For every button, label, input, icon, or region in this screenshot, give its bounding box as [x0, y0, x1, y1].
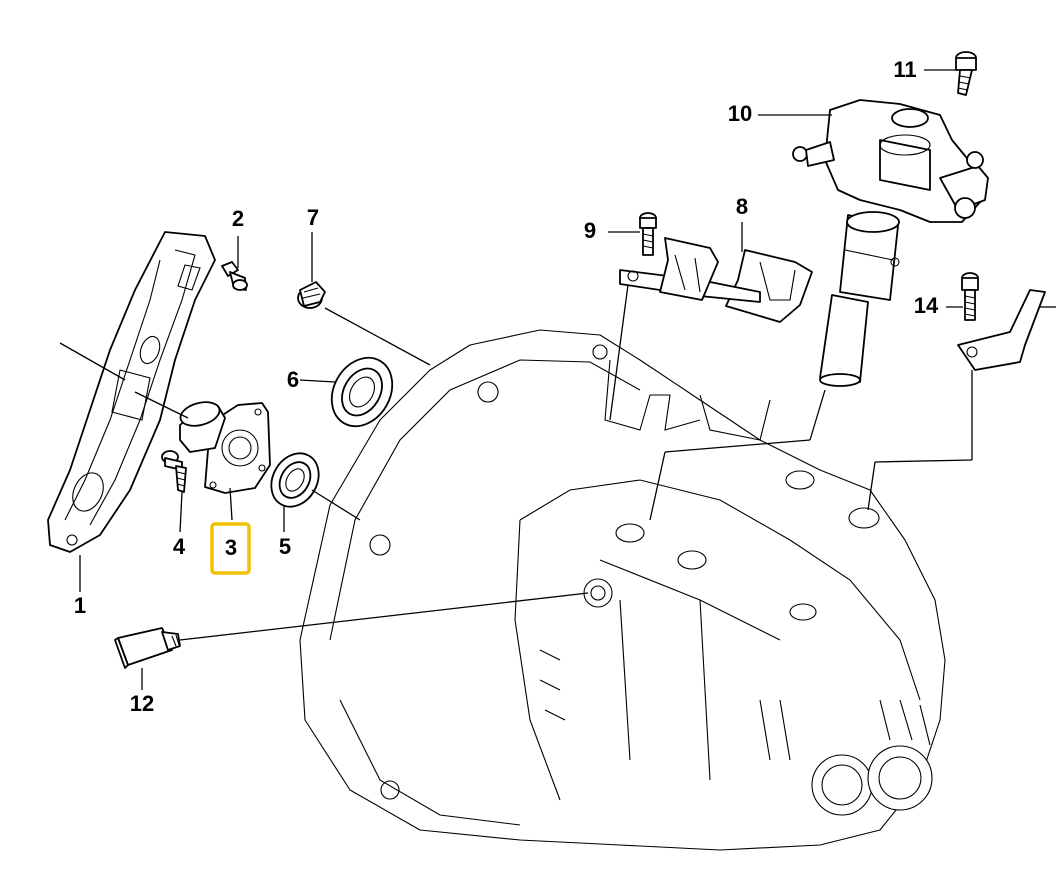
- bolt-part-14[interactable]: [961, 272, 979, 321]
- label-part-5[interactable]: 5: [279, 534, 291, 559]
- part-labels: 1 2 3 4 5 6 7 8 9 10 11 12 14: [74, 57, 939, 716]
- label-part-14[interactable]: 14: [914, 293, 939, 318]
- screw-plug[interactable]: [297, 281, 326, 309]
- release-lever[interactable]: [47, 231, 216, 553]
- label-part-10[interactable]: 10: [728, 101, 752, 126]
- bolt-part-11[interactable]: [955, 51, 977, 96]
- label-part-7[interactable]: 7: [307, 205, 319, 230]
- shift-fork[interactable]: [725, 249, 813, 323]
- shift-fork-rail: [619, 237, 761, 303]
- shaft-seal-part-5[interactable]: [262, 445, 328, 515]
- label-part-3[interactable]: 3: [225, 535, 237, 560]
- label-part-6[interactable]: 6: [287, 367, 299, 392]
- label-part-12[interactable]: 12: [130, 691, 154, 716]
- label-part-4[interactable]: 4: [173, 534, 186, 559]
- reversing-light-switch[interactable]: [114, 627, 181, 669]
- guide-sleeve[interactable]: [178, 398, 271, 494]
- leader-lines: [59, 69, 1056, 690]
- bolt-part-9[interactable]: [639, 212, 657, 256]
- label-part-8[interactable]: 8: [736, 194, 748, 219]
- label-part-11[interactable]: 11: [893, 57, 916, 82]
- mounting-bracket: [957, 289, 1046, 371]
- selector-mechanism[interactable]: [792, 99, 989, 387]
- bolt-part-4[interactable]: [161, 450, 187, 493]
- pivot-pin[interactable]: [221, 261, 248, 291]
- label-part-2[interactable]: 2: [232, 206, 244, 231]
- highlight-box: [210, 522, 251, 575]
- shaft-seal-part-6[interactable]: [320, 347, 404, 437]
- label-part-9[interactable]: 9: [584, 218, 596, 243]
- label-part-1[interactable]: 1: [74, 593, 86, 618]
- transmission-housing: [299, 329, 946, 851]
